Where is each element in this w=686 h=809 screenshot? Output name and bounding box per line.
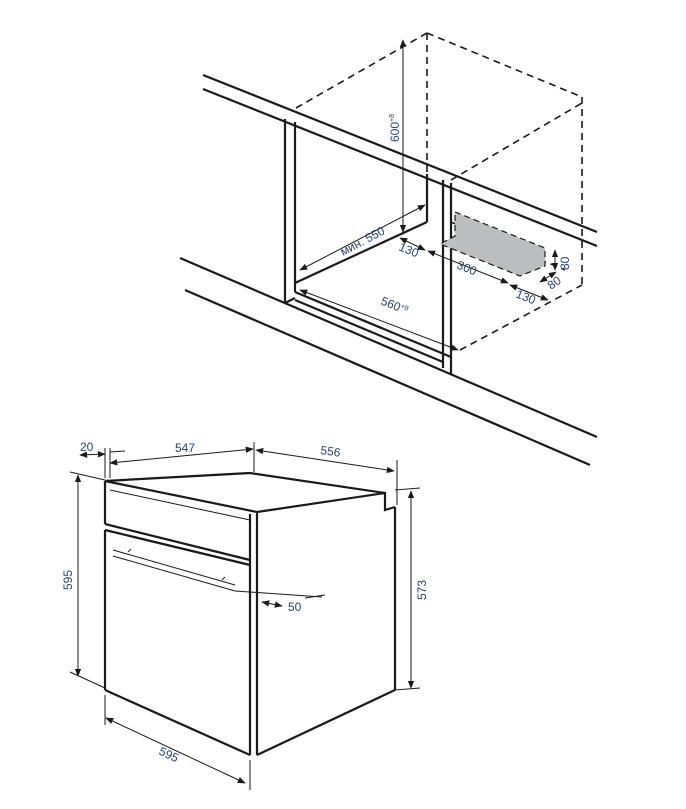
dim-front-thickness xyxy=(79,451,106,458)
label-niche-depth: мин. 550 xyxy=(338,223,387,258)
cabinet-left-side xyxy=(283,119,297,304)
dim-handle-offset xyxy=(261,600,283,608)
dim-body-depth xyxy=(109,446,254,466)
dim-vent-depth xyxy=(539,271,557,283)
label-body-depth: 547 xyxy=(175,441,195,455)
ventilation-area xyxy=(438,211,546,277)
label-vent-length: 300 xyxy=(455,258,479,279)
label-niche-width: 560+8 xyxy=(379,294,410,318)
label-front-thickness: 20 xyxy=(80,440,94,454)
niche-drawing: 600+8 мин. 550 560+8 130 300 130 80 80 xyxy=(179,32,598,467)
dim-front-width xyxy=(105,717,246,784)
dim-vent-offset-left xyxy=(399,237,426,251)
dim-niche-depth xyxy=(299,204,426,271)
oven-drawing: 20 547 556 595 573 50 595 xyxy=(61,440,429,790)
dim-total-width xyxy=(255,447,395,474)
label-total-width: 556 xyxy=(320,443,342,460)
plinth xyxy=(179,256,598,467)
oven-door xyxy=(103,528,251,757)
countertop xyxy=(202,73,598,248)
label-vent-height: 80 xyxy=(558,256,572,270)
control-panel xyxy=(103,481,251,562)
cabinet-outline-dashed xyxy=(295,32,583,351)
label-front-height: 595 xyxy=(61,570,75,590)
door-handle xyxy=(112,548,236,592)
dim-niche-width xyxy=(299,289,459,351)
label-front-width: 595 xyxy=(157,744,181,765)
dim-vent-length xyxy=(427,250,509,284)
cabinet-right-side xyxy=(425,174,453,375)
label-vent-depth: 80 xyxy=(545,273,564,292)
oven-body xyxy=(104,471,397,756)
label-vent-offset-right: 130 xyxy=(514,287,538,308)
label-vent-offset-left: 130 xyxy=(397,240,421,261)
label-handle-offset: 50 xyxy=(288,600,302,614)
dim-vent-offset-right xyxy=(509,284,549,301)
label-niche-height: 600+8 xyxy=(388,114,402,142)
label-body-height: 573 xyxy=(415,580,429,600)
